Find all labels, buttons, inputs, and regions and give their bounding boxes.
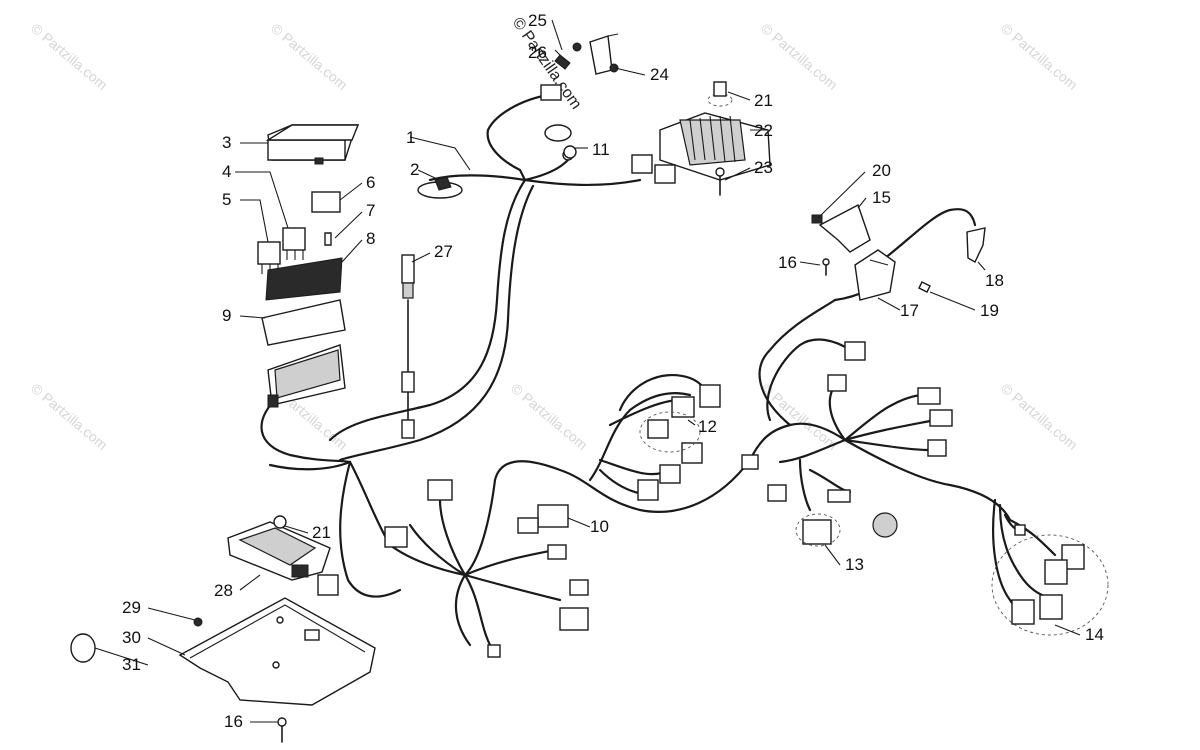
clip xyxy=(324,232,332,246)
connector-cluster-right xyxy=(827,341,1026,536)
callout-12: 12 xyxy=(698,417,717,436)
fuse-block xyxy=(267,344,346,408)
screw-19 xyxy=(918,281,931,293)
bracket xyxy=(589,33,619,75)
callout-14: 14 xyxy=(1085,625,1104,644)
callout-25: 25 xyxy=(528,11,547,30)
callout-4: 4 xyxy=(222,162,231,181)
callout-9: 9 xyxy=(222,306,231,325)
callout-6: 6 xyxy=(366,173,375,192)
callout-20: 20 xyxy=(872,161,891,180)
callout-15: 15 xyxy=(872,188,891,207)
fastener xyxy=(193,617,203,627)
mounting-tray xyxy=(178,597,376,706)
ground-connector xyxy=(563,145,577,159)
watermark: © Partzilla.com xyxy=(998,380,1081,453)
fuse-box-cover xyxy=(265,124,360,165)
watermark: © Partzilla.com xyxy=(28,380,111,453)
screw-lower xyxy=(277,717,287,743)
callout-16b: 16 xyxy=(224,712,243,731)
ring-connector xyxy=(417,176,463,199)
callout-7: 7 xyxy=(366,201,375,220)
bracket-15 xyxy=(811,203,871,253)
callout-13: 13 xyxy=(845,555,864,574)
callouts: 1 2 3 4 5 6 7 8 9 10 11 12 13 14 15 16 1… xyxy=(122,11,1104,731)
callout-29: 29 xyxy=(122,598,141,617)
callout-22: 22 xyxy=(754,121,773,140)
callout-10: 10 xyxy=(590,517,609,536)
ignition-coil xyxy=(854,249,896,301)
voltage-regulator xyxy=(631,112,771,184)
callout-19: 19 xyxy=(980,301,999,320)
callout-23: 23 xyxy=(754,158,773,177)
clamp xyxy=(70,633,96,663)
watermark: © Partzilla.com xyxy=(998,20,1081,93)
nut-lower xyxy=(273,515,287,529)
callout-16: 16 xyxy=(778,253,797,272)
leader-lines xyxy=(94,19,1081,723)
connector-cluster-12 xyxy=(637,384,721,501)
spark-plug-cap xyxy=(966,227,986,263)
connector-cluster-14 xyxy=(991,534,1109,636)
callout-28: 28 xyxy=(214,581,233,600)
relays xyxy=(257,227,306,274)
callout-21b: 21 xyxy=(312,523,331,542)
callout-1: 1 xyxy=(406,128,415,147)
sensor xyxy=(401,254,415,439)
callout-27: 27 xyxy=(434,242,453,261)
nut xyxy=(707,81,733,107)
callout-8: 8 xyxy=(366,229,375,248)
fuse-panel xyxy=(265,257,343,301)
watermark: © Partzilla.com xyxy=(508,380,591,453)
screw xyxy=(822,258,830,276)
callout-11: 11 xyxy=(592,140,610,159)
bolt xyxy=(715,167,725,196)
watermark: © Partzilla.com xyxy=(268,20,351,93)
callout-17: 17 xyxy=(900,301,919,320)
ecu xyxy=(227,521,331,581)
gasket xyxy=(261,299,346,346)
callout-5: 5 xyxy=(222,190,231,209)
callout-26: 26 xyxy=(528,43,547,62)
watermarks: © Partzilla.com © Partzilla.com © Partzi… xyxy=(28,15,1081,453)
callout-2: 2 xyxy=(410,160,419,179)
top-connectors xyxy=(540,42,582,161)
switch-13 xyxy=(741,454,898,547)
callout-18: 18 xyxy=(985,271,1004,290)
callout-3: 3 xyxy=(222,133,231,152)
watermark: © Partzilla.com xyxy=(758,20,841,93)
callout-30: 30 xyxy=(122,628,141,647)
callout-31: 31 xyxy=(122,655,141,674)
callout-24: 24 xyxy=(650,65,669,84)
connector-cluster-10 xyxy=(317,479,589,658)
callout-21: 21 xyxy=(754,91,773,110)
relay xyxy=(311,191,341,213)
watermark: © Partzilla.com xyxy=(28,20,111,93)
